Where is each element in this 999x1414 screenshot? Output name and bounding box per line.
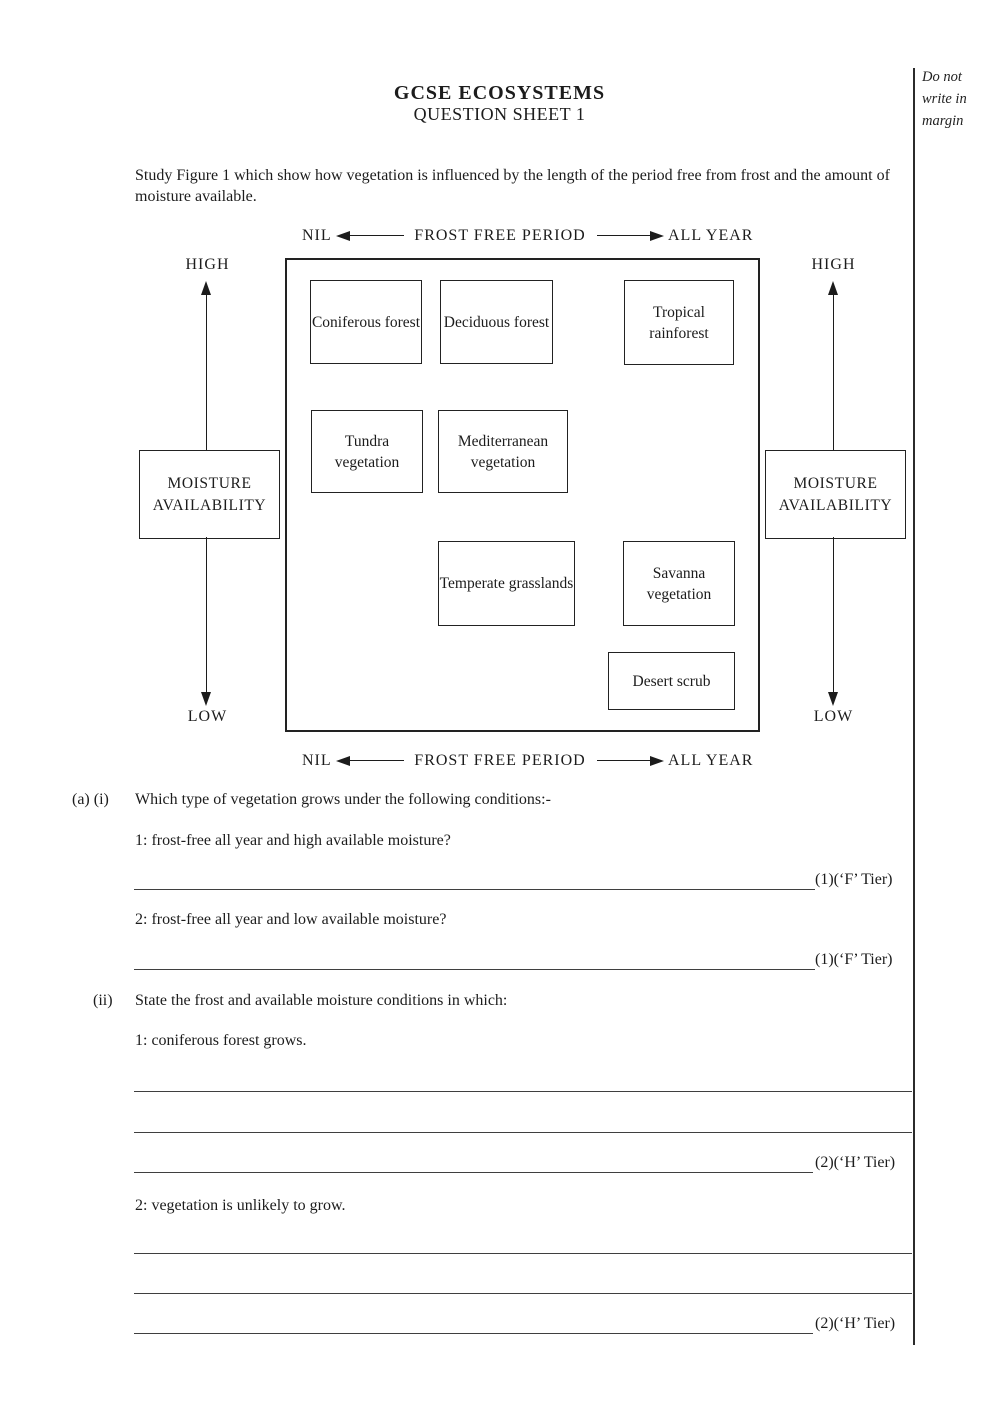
margin-note: Do not write in margin: [922, 66, 998, 132]
question-a-ii-item1: 1: coniferous forest grows.: [135, 1032, 307, 1049]
answer-line: [134, 969, 815, 970]
y-axis-right-max-label: HIGH: [811, 256, 856, 273]
question-a-i-prompt: Which type of vegetation grows under the…: [135, 791, 551, 808]
x-axis-bottom-right-arrow-icon: [650, 756, 664, 766]
answer-line: [134, 1172, 813, 1173]
answer-line: [134, 889, 815, 890]
y-axis-right-up-arrow-icon: [828, 281, 838, 295]
x-axis-top-left-arrow-line: [347, 235, 404, 236]
x-axis-bottom-title: FROST FREE PERIOD: [414, 752, 586, 769]
y-axis-left-max-label: HIGH: [185, 256, 230, 273]
y-axis-left-up-arrow-icon: [201, 281, 211, 295]
mark-label-ii-q1: (2)(‘H’ Tier): [815, 1154, 896, 1171]
mark-label-i-q1: (1)(‘F’ Tier): [815, 871, 893, 888]
y-axis-left-down-arrow-icon: [201, 692, 211, 706]
answer-line: [134, 1091, 912, 1092]
y-axis-right-up-arrow-line: [833, 293, 834, 450]
question-a-i-number: (a) (i): [72, 791, 109, 808]
y-axis-left-min-label: LOW: [187, 708, 228, 725]
page-title: GCSE ECOSYSTEMS: [393, 82, 606, 104]
margin-note-line3: margin: [922, 113, 964, 129]
answer-line: [134, 1132, 912, 1133]
x-axis-bottom-right-arrow-line: [597, 760, 654, 761]
y-axis-right-title-box: MOISTURE AVAILABILITY: [765, 450, 906, 539]
x-axis-top-right-arrow-icon: [650, 231, 664, 241]
question-a-i-item2: 2: frost-free all year and low available…: [135, 911, 447, 928]
intro-text: Study Figure 1 which show how vegetation…: [135, 167, 890, 205]
vegetation-box-mediterranean-vegetation: Mediterranean vegetation: [438, 410, 568, 493]
vegetation-box-savanna-vegetation: Savanna vegetation: [623, 541, 735, 626]
y-axis-right-down-arrow-line: [833, 537, 834, 693]
page-subtitle: QUESTION SHEET 1: [413, 104, 586, 124]
figure-outer-box: [285, 258, 760, 732]
x-axis-bottom-left-arrow-icon: [336, 756, 350, 766]
mark-label-ii-q2: (2)(‘H’ Tier): [815, 1315, 896, 1332]
x-axis-bottom-min-label: NIL: [302, 752, 332, 769]
y-axis-left-up-arrow-line: [206, 293, 207, 450]
vegetation-box-desert-scrub: Desert scrub: [608, 652, 735, 710]
answer-line: [134, 1253, 912, 1254]
x-axis-bottom-max-label: ALL YEAR: [668, 752, 754, 769]
question-a-ii-prompt: State the frost and available moisture c…: [135, 992, 508, 1009]
vegetation-box-temperate-grasslands: Temperate grasslands: [438, 541, 575, 626]
vegetation-box-deciduous-forest: Deciduous forest: [440, 280, 553, 364]
y-axis-left-title-box: MOISTURE AVAILABILITY: [139, 450, 280, 539]
x-axis-top-title: FROST FREE PERIOD: [414, 227, 586, 244]
answer-line: [134, 1333, 813, 1334]
margin-rule-line: [913, 68, 915, 1345]
vegetation-box-coniferous-forest: Coniferous forest: [310, 280, 422, 364]
question-a-ii-item2: 2: vegetation is unlikely to grow.: [135, 1197, 346, 1214]
x-axis-top-left-arrow-icon: [336, 231, 350, 241]
vegetation-box-tundra-vegetation: Tundra vegetation: [311, 410, 423, 493]
vegetation-box-tropical-rainforest: Tropical rainforest: [624, 280, 734, 365]
x-axis-top-min-label: NIL: [302, 227, 332, 244]
y-axis-right-min-label: LOW: [813, 708, 854, 725]
y-axis-right-down-arrow-icon: [828, 692, 838, 706]
x-axis-top-max-label: ALL YEAR: [668, 227, 754, 244]
question-a-i-item1: 1: frost-free all year and high availabl…: [135, 832, 451, 849]
mark-label-i-q2: (1)(‘F’ Tier): [815, 951, 893, 968]
answer-line: [134, 1293, 912, 1294]
margin-note-line2: write in: [922, 91, 967, 107]
x-axis-top-right-arrow-line: [597, 235, 654, 236]
question-a-ii-number: (ii): [93, 992, 113, 1009]
y-axis-left-down-arrow-line: [206, 537, 207, 693]
margin-note-line1: Do not: [922, 69, 962, 85]
x-axis-bottom-left-arrow-line: [347, 760, 404, 761]
